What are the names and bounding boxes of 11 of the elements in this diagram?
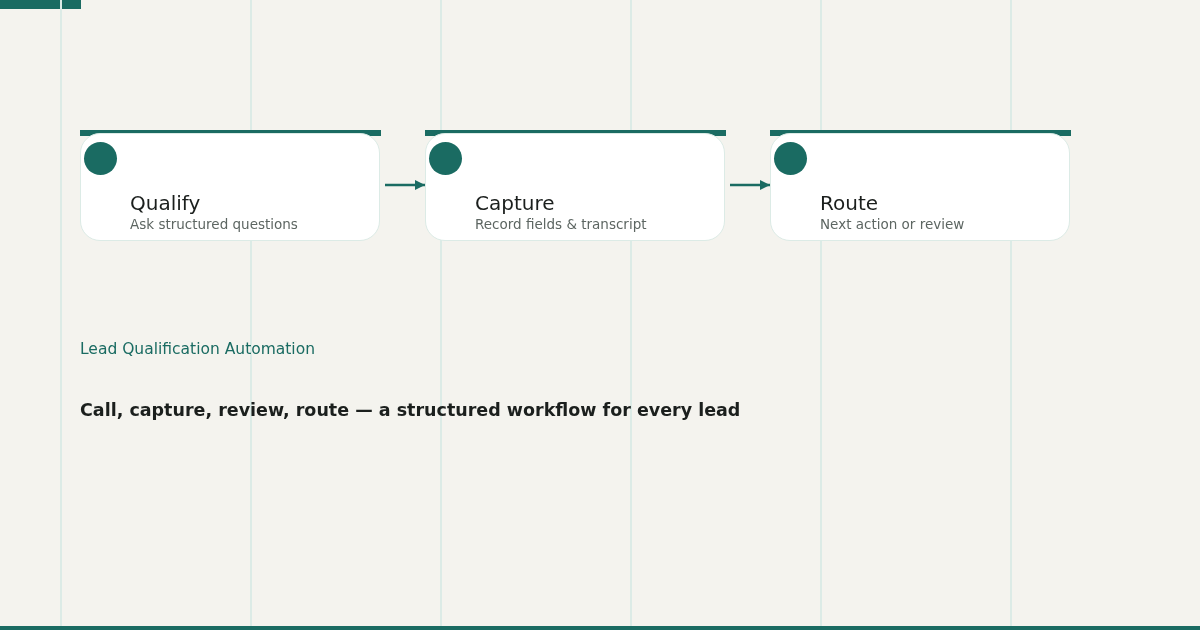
step-card [425,133,725,241]
caption: Call, capture, review, route — a structured workflow for every lead [80,400,741,420]
title: Lead Qualification Automation [80,340,315,358]
step-title: Route [820,191,879,215]
step-title: Capture [475,191,555,215]
step-card [80,133,380,241]
step-description: Ask structured questions [130,216,298,232]
step-description: Record fields & transcript [475,216,647,232]
step-card [770,133,1070,241]
step-description: Next action or review [820,216,965,232]
step-title: Qualify [130,191,201,215]
